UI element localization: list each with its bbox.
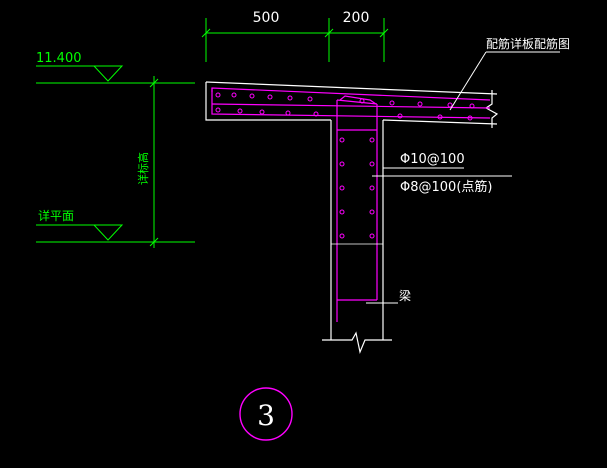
dimension-text-500: 500 <box>253 10 280 26</box>
dimension-tick-left <box>201 28 211 38</box>
height-label-text: 详标高 <box>136 152 150 185</box>
slab-dot <box>267 94 273 100</box>
beam-dot <box>369 209 375 215</box>
beam-dot <box>339 161 345 167</box>
slab-dot <box>397 113 403 119</box>
beam-dot <box>369 137 375 143</box>
top-dimension-group <box>201 18 389 62</box>
rebar-dots <box>215 92 475 239</box>
slab-dot <box>215 92 221 98</box>
height-tick-top <box>149 78 159 88</box>
slab-dot <box>285 110 291 116</box>
anchor-hook-left <box>339 95 377 105</box>
slab-bottom-right-edge <box>382 119 498 125</box>
elevation-top-text: 11.400 <box>36 51 82 66</box>
elevation-bottom-text: 详平面 <box>38 208 74 223</box>
stirrup-secondary-text: Φ8@100(点筋) <box>400 179 492 195</box>
slab-top-rebar <box>211 87 491 101</box>
beam-break-bottom <box>322 331 392 355</box>
elevation-bottom-triangle <box>92 224 124 241</box>
slab-dot <box>259 109 265 115</box>
slab-dot <box>389 100 395 106</box>
slab-dot <box>467 115 473 121</box>
beam-dot <box>339 233 345 239</box>
beam-dot <box>369 161 375 167</box>
dimension-text-200: 200 <box>343 10 370 26</box>
slab-dot <box>417 101 423 107</box>
beam-dot <box>339 209 345 215</box>
height-tick-bottom <box>149 237 159 247</box>
slab-dot <box>231 92 237 98</box>
elevation-group <box>36 65 195 248</box>
slab-left-edge <box>205 82 331 121</box>
slab-top-edge <box>205 81 498 95</box>
detail-number-text: 3 <box>257 399 275 432</box>
slab-dot <box>359 98 365 104</box>
slab-dot <box>249 93 255 99</box>
beam-stirrup-top <box>336 99 378 105</box>
dimension-tick-middle <box>324 28 334 38</box>
beam-dot <box>369 185 375 191</box>
beam-dot <box>339 137 345 143</box>
beam-dot <box>339 185 345 191</box>
slab-dot <box>313 111 319 117</box>
detail-number-circle <box>239 387 293 441</box>
rebar-group <box>211 87 491 322</box>
slab-label-text: 配筋详板配筋图 <box>486 36 570 51</box>
dimension-tick-right <box>379 28 389 38</box>
slab-dot <box>287 95 293 101</box>
slab-bottom-rebar <box>211 88 491 119</box>
slab-mid-rebar <box>211 103 491 109</box>
beam-dot <box>369 233 375 239</box>
slab-dot <box>215 107 221 113</box>
slab-dot <box>469 103 475 109</box>
slab-break-right <box>484 90 499 128</box>
leader-lines <box>366 51 560 304</box>
slab-dot <box>237 108 243 114</box>
stirrup-main-text: Φ10@100 <box>400 152 465 167</box>
slab-dot <box>307 96 313 102</box>
slab-label-leader <box>449 51 487 111</box>
elevation-top-triangle <box>92 65 124 82</box>
slab-dot <box>447 102 453 108</box>
concrete-outline <box>205 81 499 355</box>
beam-label-text: 梁 <box>399 288 411 303</box>
slab-dot <box>437 114 443 120</box>
